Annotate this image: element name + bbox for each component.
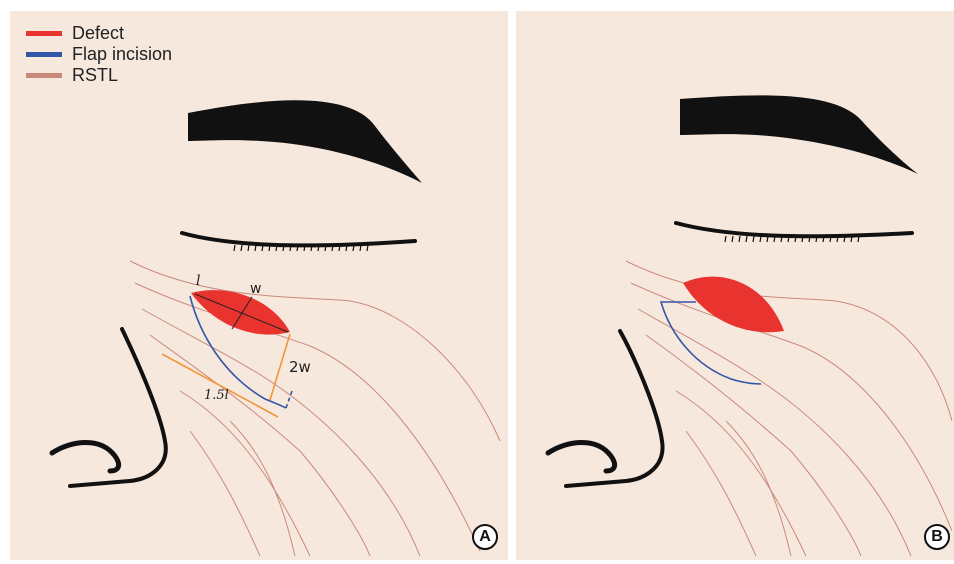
rstl-line xyxy=(626,261,952,421)
rstl-line xyxy=(142,309,420,556)
eyelash xyxy=(255,245,256,251)
rstl-line xyxy=(676,391,806,556)
legend-label-defect: Defect xyxy=(72,23,124,44)
legend-swatch-flap-incision xyxy=(26,52,62,57)
eyelash xyxy=(234,245,235,251)
legend: Defect Flap incision RSTL xyxy=(26,23,172,86)
panel-b-illustration xyxy=(516,11,954,560)
defect xyxy=(683,277,784,333)
nostril xyxy=(52,442,119,471)
label-1-5l: 1.5l xyxy=(204,388,229,403)
legend-item-flap-incision: Flap incision xyxy=(26,44,172,65)
upper-eyelid xyxy=(182,233,415,245)
eyelash xyxy=(739,236,740,242)
nostril xyxy=(548,442,615,471)
panel-label-a: A xyxy=(472,524,498,550)
rstl-line xyxy=(150,335,370,556)
rstl-lines xyxy=(130,261,500,556)
panel-a: Defect Flap incision RSTL l w 2w 1.5l A xyxy=(10,11,508,560)
legend-label-rstl: RSTL xyxy=(72,65,118,86)
legend-item-rstl: RSTL xyxy=(26,65,172,86)
eyelash xyxy=(367,245,368,251)
rstl-line xyxy=(130,261,500,441)
rstl-line xyxy=(190,431,260,556)
rstl-line xyxy=(646,335,861,556)
eyelash xyxy=(725,236,726,242)
label-l: l xyxy=(196,273,200,289)
upper-eyelid xyxy=(676,223,912,236)
legend-swatch-defect xyxy=(26,31,62,36)
rstl-line xyxy=(638,309,911,556)
eyelash xyxy=(732,236,733,242)
rstl-line xyxy=(135,283,480,551)
eyelash xyxy=(746,236,747,242)
rstl-line xyxy=(686,431,756,556)
panel-b: B xyxy=(516,11,954,560)
measure-1-5l xyxy=(162,354,278,417)
measure-2w xyxy=(270,334,290,400)
eyelash xyxy=(241,245,242,251)
legend-item-defect: Defect xyxy=(26,23,172,44)
label-2w: 2w xyxy=(289,358,311,376)
eyelash xyxy=(753,236,754,242)
rstl-lines xyxy=(626,261,952,556)
label-w: w xyxy=(250,281,261,297)
rstl-line xyxy=(180,391,310,556)
legend-label-flap-incision: Flap incision xyxy=(72,44,172,65)
eyebrow xyxy=(188,100,422,183)
rstl-line xyxy=(631,283,952,531)
eyelash xyxy=(248,245,249,251)
legend-swatch-rstl xyxy=(26,73,62,78)
panel-label-b: B xyxy=(924,524,950,550)
eyebrow xyxy=(680,95,918,174)
flap-incision-dashed xyxy=(286,391,292,408)
